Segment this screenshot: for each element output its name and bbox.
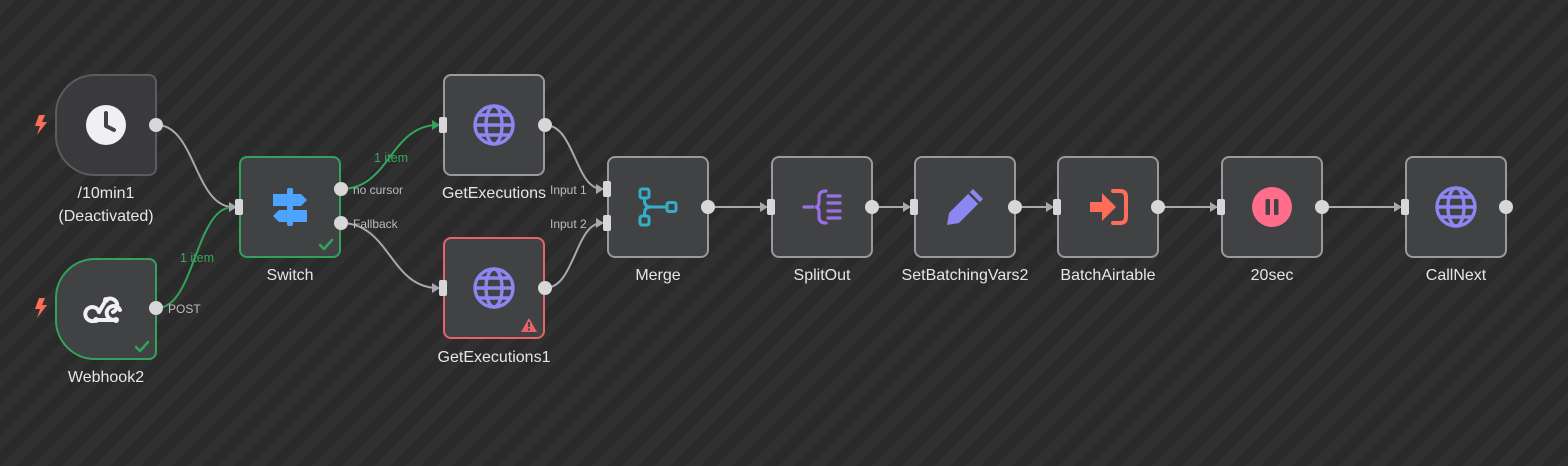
node-label-merge: Merge [635,267,681,284]
node-webhook[interactable] [55,258,157,360]
pencil-icon [947,189,983,225]
globe-icon [1435,186,1477,228]
arrowhead [1210,202,1218,212]
trigger-bolt-icon [35,115,47,135]
input-label-1: Input 1 [550,183,587,197]
node-name: /10min1 [77,185,135,202]
node-wait-20sec[interactable] [1221,156,1323,258]
split-out-icon [802,189,842,225]
edge-10min-to-switch[interactable] [156,124,234,208]
node-getexecutions1[interactable] [443,237,545,339]
output-handle[interactable] [1315,200,1329,214]
node-merge[interactable] [607,156,709,258]
pause-icon [1252,187,1292,227]
input-label-2: Input 2 [550,217,587,231]
node-10min-trigger[interactable] [55,74,157,176]
output-handle[interactable] [334,182,348,196]
input-handle[interactable] [1053,199,1061,215]
arrowhead [1394,202,1402,212]
edge-switch-to-getexecutions[interactable] [340,124,439,190]
edge-getexecutions1-to-merge[interactable] [544,222,603,289]
input-handle[interactable] [767,199,775,215]
node-setbatchingvars[interactable] [914,156,1016,258]
node-label-getexecutions: GetExecutions [441,185,547,202]
node-label-callnext: CallNext [1425,267,1487,284]
node-label-webhook: Webhook2 [67,369,145,386]
node-label-batchairtable: BatchAirtable [1060,267,1156,284]
merge-icon [638,187,678,227]
edge-item-count: 1 item [180,251,215,265]
arrowhead [596,218,604,228]
output-handle[interactable] [149,301,163,315]
input-handle[interactable] [439,280,447,296]
node-splitout[interactable] [771,156,873,258]
arrowhead [1046,202,1054,212]
output-handle[interactable] [149,118,163,132]
node-getexecutions[interactable] [443,74,545,176]
node-switch[interactable] [239,156,341,258]
node-label-10min: /10min1 (Deactivated) [58,182,153,228]
edge-item-count: 1 item [374,151,409,165]
output-label-fallback: Fallback [353,217,398,231]
arrowhead [432,283,440,293]
input-handle[interactable] [603,181,611,197]
output-handle[interactable] [865,200,879,214]
input-handle[interactable] [235,199,243,215]
output-handle[interactable] [1008,200,1022,214]
edge-webhook-to-switch[interactable] [156,206,234,309]
warning-triangle-icon [521,318,537,332]
input-handle[interactable] [1401,199,1409,215]
signpost-icon [273,188,307,226]
check-icon [318,238,334,251]
output-handle[interactable] [1151,200,1165,214]
output-handle[interactable] [334,216,348,230]
node-label-splitout: SplitOut [793,267,851,284]
arrowhead [432,120,440,130]
node-batchairtable[interactable] [1057,156,1159,258]
output-label-no-cursor: no cursor [353,183,404,197]
node-label-wait: 20sec [1250,267,1294,284]
input-handle[interactable] [1217,199,1225,215]
webhook-icon [83,296,122,324]
check-icon [134,340,150,353]
node-label-setbatchingvars: SetBatchingVars2 [901,267,1029,284]
output-handle[interactable] [538,118,552,132]
trigger-bolt-icon [35,298,47,318]
arrowhead [596,184,604,194]
output-handle[interactable] [1499,200,1513,214]
edge-getexecutions-to-merge[interactable] [544,124,603,190]
input-handle[interactable] [603,215,611,231]
input-handle[interactable] [910,199,918,215]
clock-icon [86,105,126,145]
arrowhead [903,202,911,212]
edge-switch-to-getexecutions1[interactable] [340,222,439,289]
input-handle[interactable] [439,117,447,133]
globe-icon [473,104,515,146]
output-label-post: POST [168,302,201,316]
output-handle[interactable] [538,281,552,295]
node-status: (Deactivated) [58,208,154,225]
node-label-switch: Switch [266,267,314,284]
globe-icon [473,267,515,309]
node-callnext[interactable] [1405,156,1507,258]
arrowhead [760,202,768,212]
arrowhead [229,202,237,212]
sign-in-arrow-icon [1090,189,1128,225]
output-handle[interactable] [701,200,715,214]
node-label-getexecutions1: GetExecutions1 [437,349,551,366]
